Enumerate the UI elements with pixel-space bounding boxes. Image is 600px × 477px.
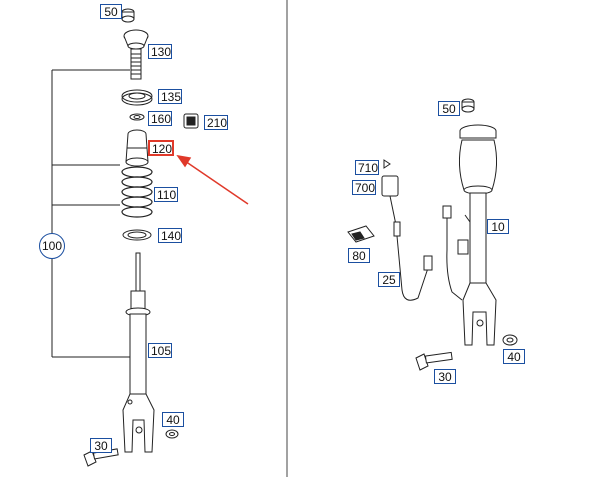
spring-110 [121,166,153,218]
part-label-40-right[interactable]: 40 [503,349,525,364]
bolt-30-left [83,448,119,467]
part-label-30-right[interactable]: 30 [434,369,456,384]
mount-130 [123,29,149,80]
highlight-arrow [176,154,249,205]
sensor-cable-25 [442,205,469,301]
group-bracket [51,69,140,358]
nut-50-left [121,8,135,23]
part-label-140[interactable]: 140 [158,228,182,243]
ring-135 [121,89,153,106]
part-label-40-left[interactable]: 40 [162,412,184,427]
part-label-120-highlighted[interactable]: 120 [148,140,174,156]
part-label-160[interactable]: 160 [148,111,172,126]
part-label-130[interactable]: 130 [148,44,172,59]
part-label-50-left[interactable]: 50 [100,4,122,19]
part-label-105[interactable]: 105 [148,343,172,358]
group-label-100[interactable]: 100 [39,233,65,259]
air-strut-10 [458,124,498,346]
part-label-30-left[interactable]: 30 [90,438,112,453]
sensor-700 [381,159,433,301]
ring-140 [122,229,152,241]
part-label-710[interactable]: 710 [355,160,379,175]
strut-105 [122,252,155,453]
nut-50-right [461,98,475,113]
washer-160 [129,113,145,121]
clip-80 [347,225,375,243]
part-label-80[interactable]: 80 [348,248,370,263]
nut-40-right [502,334,518,346]
part-label-135[interactable]: 135 [158,89,182,104]
clip-210 [183,113,199,129]
bolt-30-right [415,351,453,371]
part-label-25[interactable]: 25 [378,272,400,287]
part-label-700[interactable]: 700 [352,180,376,195]
part-label-10[interactable]: 10 [487,219,509,234]
bumpstop-120 [125,129,149,167]
part-label-110[interactable]: 110 [154,187,178,202]
nut-40-left [165,429,179,439]
part-label-50-right[interactable]: 50 [438,101,460,116]
part-label-210[interactable]: 210 [204,115,228,130]
